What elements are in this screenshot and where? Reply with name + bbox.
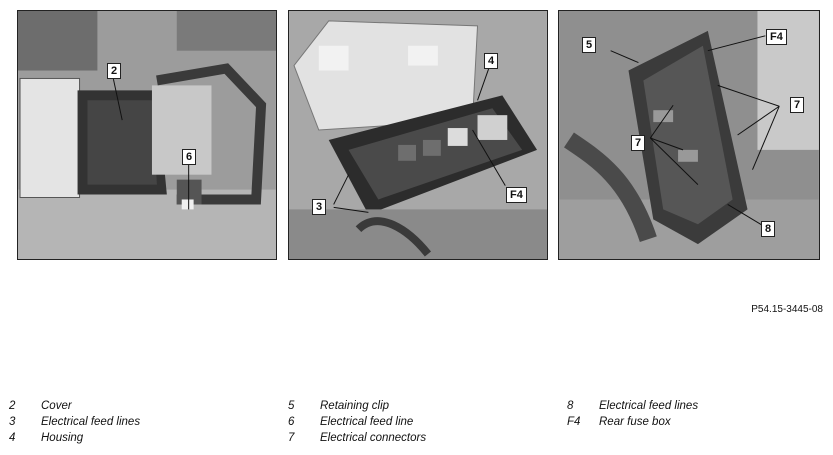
legend-num: 5 [288, 400, 295, 412]
legend-num: 7 [288, 432, 295, 444]
legend-item: 3 Electrical feed lines [9, 416, 249, 432]
legend-item: F4 Rear fuse box [567, 416, 807, 432]
photo-1-illustration [18, 11, 276, 259]
legend-text: Electrical feed lines [599, 400, 699, 412]
reference-code: P54.15-3445-08 [751, 304, 823, 315]
legend-num: 8 [567, 400, 574, 412]
photo-2-illustration [289, 11, 547, 259]
legend-text: Cover [41, 400, 72, 412]
legend-text: Rear fuse box [599, 416, 671, 428]
photo-fuse-box-housing: 4 3 F4 [288, 10, 548, 260]
legend-item: 5 Retaining clip [288, 400, 528, 416]
callout-4: 4 [484, 53, 499, 69]
photo-connectors-detail: 5 F4 7 7 8 [558, 10, 820, 260]
legend-num: 3 [9, 416, 16, 428]
callout-2: 2 [107, 63, 122, 79]
callout-8: 8 [761, 221, 776, 237]
callout-6: 6 [182, 149, 197, 165]
legend-num: F4 [567, 416, 581, 428]
legend-column-1: 2 Cover 3 Electrical feed lines 4 Housing [9, 400, 249, 448]
callout-5: 5 [582, 37, 597, 53]
legend-num: 6 [288, 416, 295, 428]
legend-column-2: 5 Retaining clip 6 Electrical feed line 7 E… [288, 400, 528, 448]
legend-item: 7 Electrical connectors [288, 432, 528, 448]
legend-text: Retaining clip [320, 400, 390, 412]
legend-text: Electrical feed line [320, 416, 414, 428]
photo-3-illustration [559, 11, 819, 259]
legend-text: Electrical feed lines [41, 416, 141, 428]
legend-text: Housing [41, 432, 84, 444]
callout-f4-right: F4 [766, 29, 787, 45]
callout-7-left: 7 [631, 135, 646, 151]
legend-item: 8 Electrical feed lines [567, 400, 807, 416]
callout-3: 3 [312, 199, 327, 215]
legend-num: 2 [9, 400, 16, 412]
legend-item: 6 Electrical feed line [288, 416, 528, 432]
legend-num: 4 [9, 432, 16, 444]
legend-text: Electrical connectors [320, 432, 427, 444]
callout-f4: F4 [506, 187, 527, 203]
photo-cover-removed: 2 6 [17, 10, 277, 260]
legend-item: 4 Housing [9, 432, 249, 448]
legend-item: 2 Cover [9, 400, 249, 416]
callout-7-right: 7 [790, 97, 805, 113]
legend-column-3: 8 Electrical feed lines F4 Rear fuse box [567, 400, 807, 432]
